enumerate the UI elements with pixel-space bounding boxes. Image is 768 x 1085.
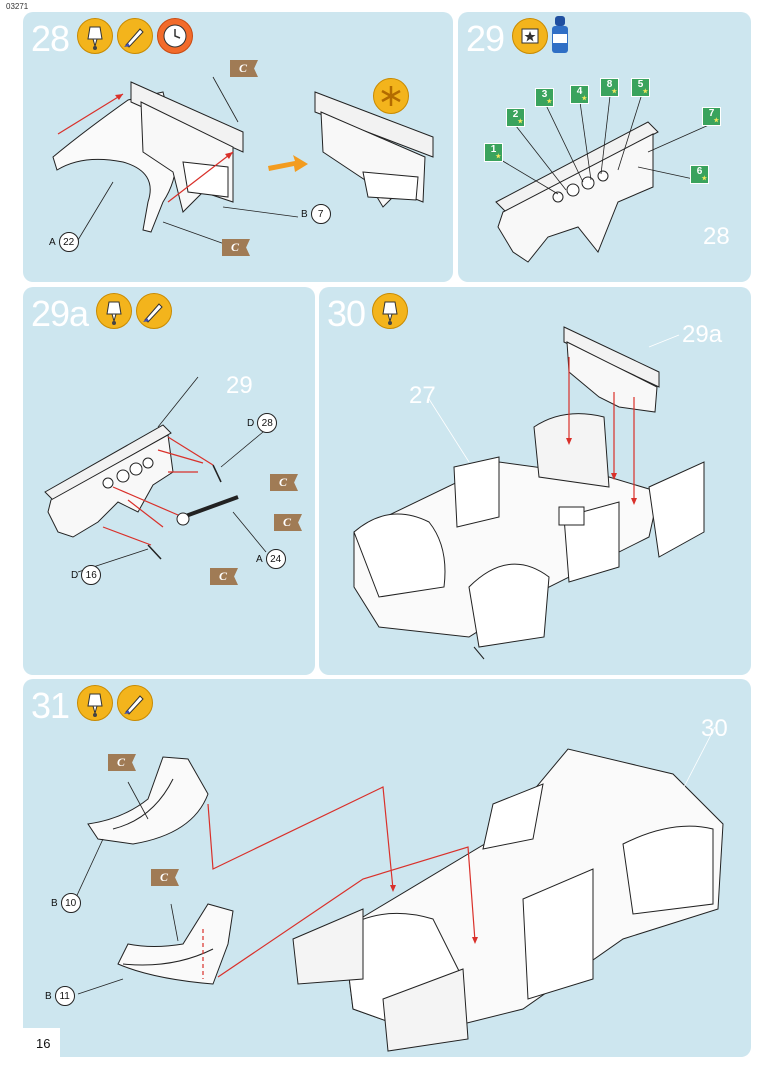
- paint-flag: C: [108, 754, 136, 771]
- paint-brush-icon: [117, 18, 153, 54]
- paint-flag: C: [151, 869, 179, 886]
- glue-icon: [96, 293, 132, 329]
- reference-step-27: 27: [409, 382, 436, 409]
- clock-icon: [157, 18, 193, 54]
- step-30-diagram: [353, 326, 705, 660]
- step-30-panel: 30 29a 27: [319, 287, 751, 675]
- step-28-diagram: [52, 76, 434, 248]
- step-29-diagram: [495, 95, 712, 263]
- page-number: 16: [36, 1036, 51, 1051]
- reference-step-29a: 29a: [682, 321, 723, 348]
- paint-brush-icon: [117, 685, 153, 721]
- glue-icon: [77, 685, 113, 721]
- decal-7: 7★: [702, 107, 721, 126]
- paint-flag: C: [222, 239, 250, 256]
- decal-2: 2★: [506, 108, 525, 127]
- reference-step-29: 29: [226, 372, 253, 399]
- glue-icon: [77, 18, 113, 54]
- document-code: 03271: [6, 2, 29, 11]
- step-number: 29a: [31, 293, 89, 334]
- step-29-panel: 29 1★ 2★ 3★ 4★ 8★ 5★ 7★ 6★ 28: [458, 12, 751, 282]
- paint-flag: C: [210, 568, 238, 585]
- reference-step-28: 28: [703, 223, 730, 250]
- decal-5: 5★: [631, 78, 650, 97]
- step-number: 29: [466, 18, 505, 59]
- page-number-box: 16: [0, 1028, 60, 1085]
- paint-flag: C: [274, 514, 302, 531]
- step-31-diagram: [72, 726, 724, 1052]
- decal-soft-bottle-icon: [550, 16, 570, 54]
- step-number: 28: [31, 18, 70, 59]
- step-number: 31: [31, 685, 70, 726]
- glue-icon: [372, 293, 408, 329]
- paint-flag: C: [230, 60, 258, 77]
- decal-3: 3★: [535, 88, 554, 107]
- decal-icon: [512, 18, 548, 54]
- decal-4: 4★: [570, 85, 589, 104]
- paint-flag: C: [270, 474, 298, 491]
- step-number: 30: [327, 293, 366, 334]
- decal-1: 1★: [484, 143, 503, 162]
- asterisk-icon: [373, 78, 409, 114]
- decal-6: 6★: [690, 165, 709, 184]
- paint-brush-icon: [136, 293, 172, 329]
- step-31-panel: 31 30: [23, 679, 751, 1057]
- decal-8: 8★: [600, 78, 619, 97]
- step-29a-diagram: [44, 376, 267, 573]
